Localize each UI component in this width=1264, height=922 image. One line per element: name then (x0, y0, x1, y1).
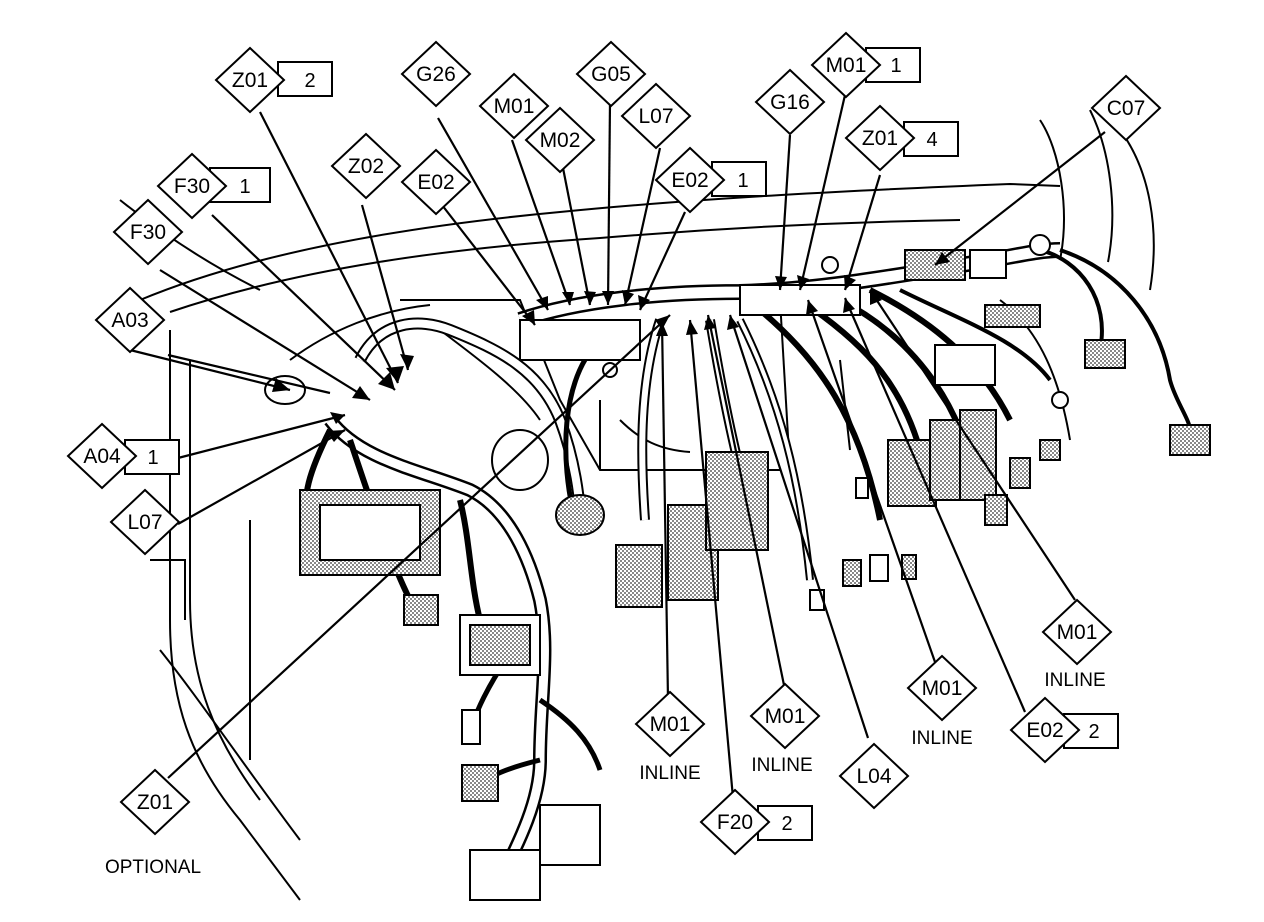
callout-code: M01 (494, 95, 535, 118)
callout-l07-left: L07 (109, 488, 181, 556)
callout-code: M01 (650, 713, 691, 736)
callout-e02-2: E02 2 (1009, 696, 1119, 764)
callout-e02-num: E02 1 (654, 146, 767, 214)
connector-m01-inline1 (615, 544, 663, 608)
callout-code: E02 (671, 169, 708, 192)
callout-f30-num: F30 1 (156, 152, 271, 220)
arrowheads (272, 252, 950, 442)
callout-z01-right: Z01 4 (844, 104, 959, 172)
callout-number: 1 (147, 447, 158, 469)
callout-number: 2 (304, 70, 315, 92)
callout-code: A04 (83, 445, 121, 468)
callout-m01-inline3: M01 INLINE (906, 654, 978, 749)
callout-a03: A03 (94, 286, 166, 354)
callout-code: M01 (922, 677, 963, 700)
callout-code: G05 (591, 63, 631, 86)
callout-code: L04 (856, 765, 891, 788)
callout-number: 1 (737, 170, 748, 192)
callout-code: L07 (638, 105, 673, 128)
callout-m01-a: M01 (478, 72, 550, 140)
callout-m01-top: M01 1 (810, 31, 921, 99)
callout-m01-inline2: M01 INLINE (749, 682, 821, 776)
callout-code: E02 (417, 171, 454, 194)
callout-code: Z01 (862, 127, 898, 150)
callout-code: M02 (540, 129, 581, 152)
callout-code: F30 (130, 221, 166, 244)
callout-a04: A04 1 (66, 422, 180, 490)
callout-z01-bottom: Z01 OPTIONAL (105, 768, 201, 878)
callout-number: 2 (1088, 721, 1099, 743)
callout-code: E02 (1026, 719, 1063, 742)
callout-z01-top: Z01 2 (214, 46, 333, 114)
callout-code: Z02 (348, 155, 384, 178)
callout-code: Z01 (232, 69, 268, 92)
callout-number: 1 (890, 55, 901, 77)
callout-code: M01 (1057, 621, 1098, 644)
callout-code: G16 (770, 91, 810, 114)
callout-code: M01 (826, 54, 867, 77)
callout-number: 2 (781, 813, 792, 835)
callout-note: INLINE (751, 755, 812, 776)
callout-note: INLINE (639, 763, 700, 784)
callout-note: OPTIONAL (105, 857, 201, 878)
callout-code: M01 (765, 705, 806, 728)
callout-m01-inline4: M01 INLINE (1041, 598, 1113, 691)
connector-m01-inline2 (705, 451, 769, 551)
leader-lines (129, 94, 1106, 799)
callout-code: A03 (111, 309, 148, 332)
callout-number: 1 (239, 176, 250, 198)
callout-note: INLINE (1044, 670, 1105, 691)
callout-g26: G26 (400, 40, 472, 108)
callout-number: 4 (926, 129, 937, 151)
callout-m02: M02 (524, 106, 596, 174)
callout-g16: G16 (754, 68, 826, 136)
callout-l04: L04 (838, 742, 910, 810)
callout-code: F30 (174, 175, 210, 198)
callout-f30: F30 (112, 198, 184, 266)
callout-l07-mid: L07 (620, 82, 692, 150)
callout-code: Z01 (137, 791, 173, 814)
callout-code: L07 (127, 511, 162, 534)
callout-code: F20 (717, 811, 753, 834)
callout-c07: C07 (1090, 74, 1162, 142)
callout-f20: F20 2 (699, 788, 813, 856)
callout-note: INLINE (911, 728, 972, 749)
callout-m01-inline1: M01 INLINE (634, 690, 706, 784)
callout-z02: Z02 (330, 132, 402, 200)
callout-code: G26 (416, 63, 456, 86)
connectors (264, 234, 1211, 901)
callout-code: C07 (1107, 97, 1146, 120)
callout-e02: E02 (400, 148, 472, 216)
callout-g05: G05 (575, 40, 647, 108)
